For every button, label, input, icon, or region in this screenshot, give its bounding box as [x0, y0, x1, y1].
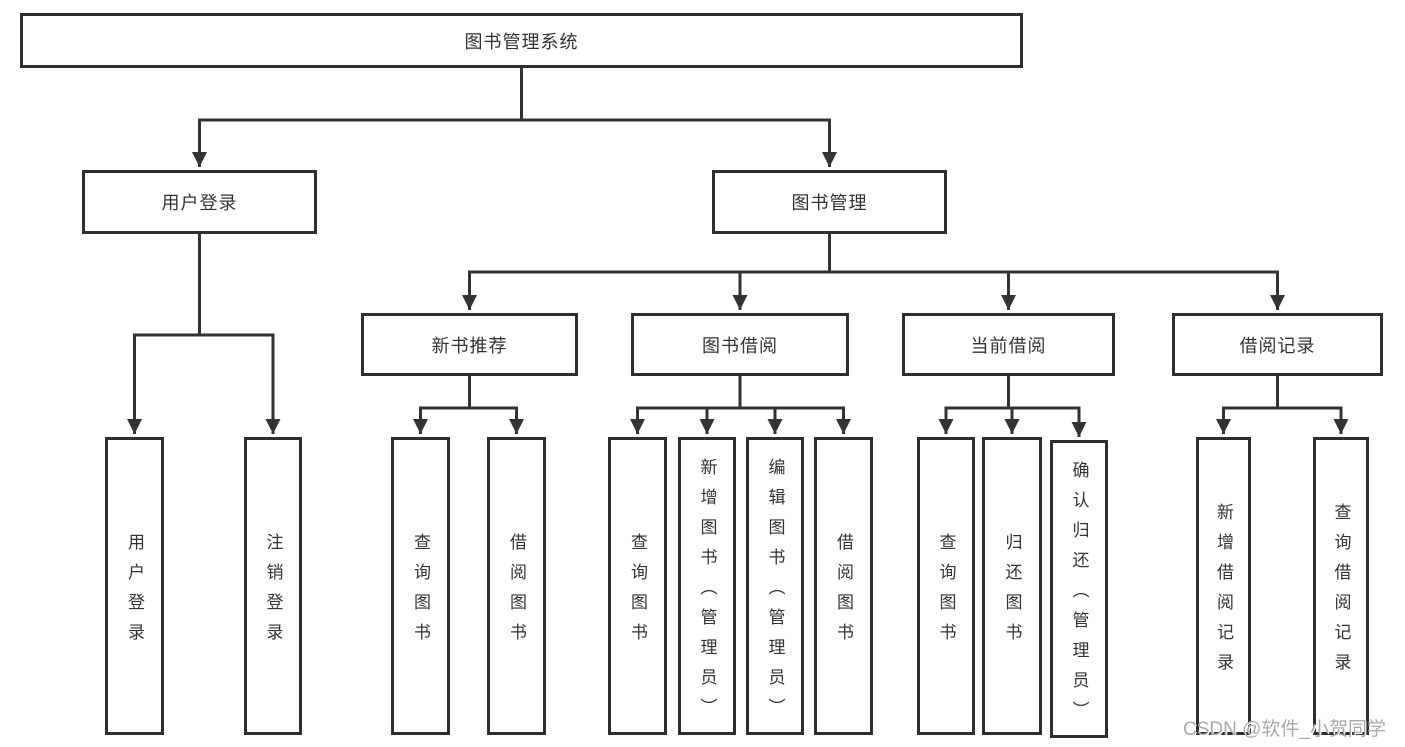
node-mgmt-box: 图书管理 — [712, 170, 947, 234]
leaf-login-user-label: 用户登录 — [125, 532, 144, 653]
node-mgmt-label: 图书管理 — [791, 193, 868, 213]
watermark: CSDN @软件_小贺同学 — [1183, 719, 1386, 740]
connector-login-to-leaves — [127, 234, 281, 434]
leaf-borrow-query-box: 查询图书 — [608, 437, 667, 735]
leaf-newbooks-query-box: 查询图书 — [391, 437, 450, 735]
leaf-newbooks-query-label: 查询图书 — [411, 532, 430, 653]
leaf-records-add-label: 新增借阅记录 — [1214, 502, 1233, 683]
leaf-records-query-box: 查询借阅记录 — [1313, 437, 1369, 735]
leaf-borrow-add-label: 新增图书（管理员） — [697, 457, 717, 728]
leaf-borrow-edit-label: 编辑图书（管理员） — [765, 457, 785, 728]
leaf-borrow-borrow-box: 借阅图书 — [814, 437, 873, 735]
connector-root-to-level2 — [192, 68, 837, 167]
connector-newbooks-to-leaves — [413, 376, 524, 434]
node-borrow-box: 图书借阅 — [631, 313, 849, 376]
node-current-box: 当前借阅 — [902, 313, 1115, 376]
leaf-current-query-box: 查询图书 — [917, 437, 975, 735]
node-records-box: 借阅记录 — [1172, 313, 1383, 376]
leaf-current-return-label: 归还图书 — [1002, 532, 1022, 653]
leaf-records-query-label: 查询借阅记录 — [1331, 502, 1351, 683]
node-records-label: 借阅记录 — [1239, 335, 1316, 356]
leaf-newbooks-borrow-box: 借阅图书 — [487, 437, 546, 735]
node-newbooks-label: 新书推荐 — [431, 335, 508, 356]
leaf-borrow-query-label: 查询图书 — [628, 532, 647, 653]
node-login-label: 用户登录 — [161, 193, 238, 213]
leaf-borrow-borrow-label: 借阅图书 — [834, 532, 853, 653]
leaf-current-query-label: 查询图书 — [936, 532, 956, 653]
connector-mgmt-to-level3 — [462, 234, 1285, 310]
leaf-borrow-edit-box: 编辑图书（管理员） — [746, 437, 804, 735]
node-root-box: 图书管理系统 — [20, 13, 1023, 68]
leaf-current-confirm-box: 确认归还（管理员） — [1050, 440, 1108, 738]
leaf-current-confirm-label: 确认归还（管理员） — [1069, 460, 1089, 731]
leaf-login-user-box: 用户登录 — [105, 437, 164, 735]
connector-borrow-to-leaves — [630, 376, 851, 434]
leaf-borrow-add-box: 新增图书（管理员） — [678, 437, 736, 735]
connector-current-to-leaves — [938, 376, 1087, 437]
node-current-label: 当前借阅 — [970, 335, 1047, 356]
node-newbooks-box: 新书推荐 — [361, 313, 578, 376]
connector-records-to-leaves — [1216, 376, 1349, 434]
leaf-newbooks-borrow-label: 借阅图书 — [507, 532, 526, 653]
node-root-label: 图书管理系统 — [464, 31, 579, 52]
node-login-box: 用户登录 — [82, 170, 317, 234]
leaf-current-return-box: 归还图书 — [982, 437, 1042, 735]
node-borrow-label: 图书借阅 — [702, 335, 778, 356]
leaf-records-add-box: 新增借阅记录 — [1196, 437, 1251, 735]
leaf-login-logout-box: 注销登录 — [244, 437, 302, 735]
leaf-login-logout-label: 注销登录 — [263, 532, 283, 653]
